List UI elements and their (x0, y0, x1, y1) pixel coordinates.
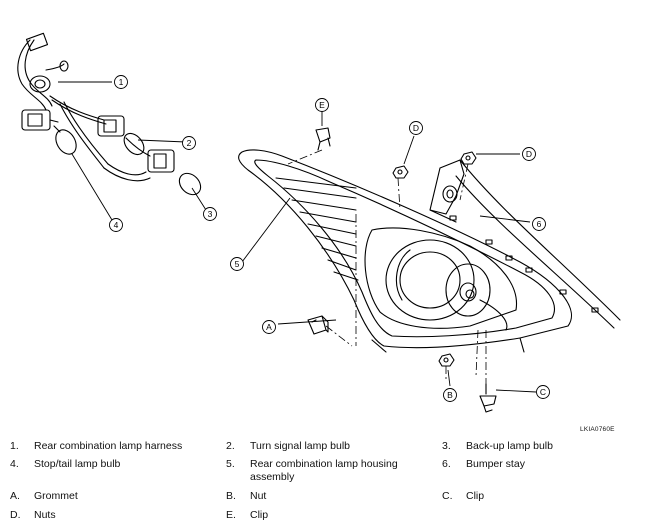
callout-e-label: E (319, 100, 325, 110)
callout-d-1 (409, 121, 423, 135)
callout-5-label: 5 (235, 259, 240, 269)
callout-2 (182, 136, 196, 150)
legend-key: 1. (10, 440, 19, 452)
legend-key: C. (442, 490, 453, 502)
callout-2-label: 2 (187, 138, 192, 148)
nuts-d-parts (392, 151, 477, 179)
callout-c (536, 385, 550, 399)
bumper-stay-part (429, 159, 621, 329)
legend-text: Stop/tail lamp bulb (34, 458, 121, 470)
callout-4-label: 4 (114, 220, 119, 230)
figure-code: LKIA0760E (580, 426, 615, 433)
legend-text: Turn signal lamp bulb (250, 440, 350, 452)
callout-d-2 (522, 147, 536, 161)
harness-group (17, 32, 202, 196)
callout-1-label: 1 (119, 77, 124, 87)
nut-b-part (438, 353, 455, 367)
callout-d-2-label: D (526, 149, 532, 159)
legend-key: 2. (226, 440, 235, 452)
callout-6 (532, 217, 546, 231)
legend-text: Nut (250, 490, 267, 502)
clip-e-part (315, 127, 331, 151)
legend-text: Back-up lamp bulb (466, 440, 553, 452)
callout-a-label: A (266, 322, 272, 332)
legend-text: Clip (250, 509, 269, 521)
grommet-a-part (307, 315, 329, 335)
callout-a (262, 320, 276, 334)
callout-1 (114, 75, 128, 89)
legend-text: Rear combination lamp housing assembly (250, 458, 398, 483)
callout-d-1-label: D (413, 123, 419, 133)
callout-b (443, 388, 457, 402)
legend-key: 4. (10, 458, 19, 470)
legend-text: Nuts (34, 509, 56, 521)
clip-c-part (479, 383, 497, 413)
exploded-view-diagram: 1 2 3 4 5 6 A B C D D E (17, 32, 621, 413)
lamp-housing-part (238, 149, 573, 353)
callout-5 (230, 257, 244, 271)
legend-text: Rear combination lamp harness (34, 440, 183, 452)
callout-e (315, 98, 329, 112)
callout-4 (109, 218, 123, 232)
callout-b-label: B (447, 390, 453, 400)
callout-3-label: 3 (208, 209, 213, 219)
legend-text: Clip (466, 490, 485, 502)
legend-key: D. (10, 509, 21, 521)
callout-6-label: 6 (537, 219, 542, 229)
legend-text: Grommet (34, 490, 78, 502)
legend-key: 5. (226, 458, 235, 470)
legend-key: A. (10, 490, 20, 502)
callout-3 (203, 207, 217, 221)
legend-key: B. (226, 490, 236, 502)
legend-key: E. (226, 509, 236, 521)
callout-c-label: C (540, 387, 546, 397)
legend-text: Bumper stay (466, 458, 525, 470)
legend-key: 6. (442, 458, 451, 470)
legend-key: 3. (442, 440, 451, 452)
